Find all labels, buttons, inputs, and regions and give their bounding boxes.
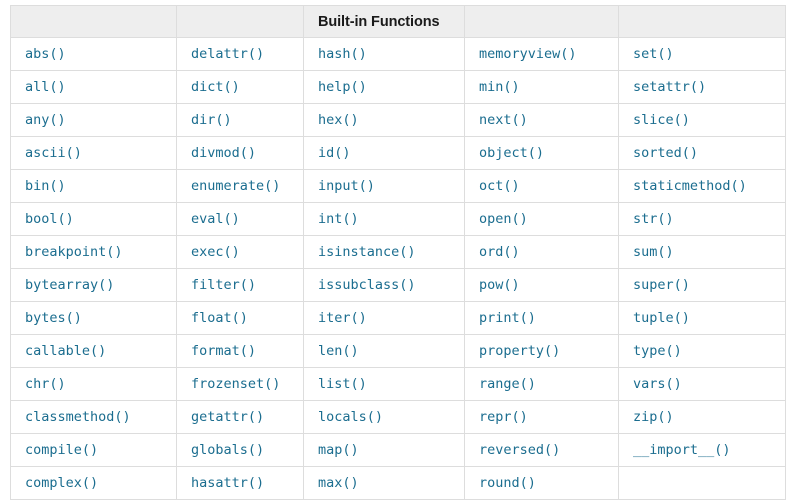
function-cell[interactable]: frozenset() [176,367,304,401]
function-cell[interactable]: iter() [303,301,465,335]
table-header-cell-4 [464,5,619,38]
function-cell[interactable]: super() [618,268,786,302]
function-cell[interactable]: reversed() [464,433,619,467]
function-cell[interactable]: pow() [464,268,619,302]
table-row: bytes()float()iter()print()tuple() [10,301,786,335]
function-cell[interactable]: abs() [10,37,177,71]
table-row: any()dir()hex()next()slice() [10,103,786,137]
builtin-functions-table: Built-in Functions abs()delattr()hash()m… [10,5,786,500]
function-cell[interactable]: print() [464,301,619,335]
empty-cell [618,466,786,500]
table-row: callable()format()len()property()type() [10,334,786,368]
function-cell[interactable]: issubclass() [303,268,465,302]
table-row: chr()frozenset()list()range()vars() [10,367,786,401]
function-cell[interactable]: hasattr() [176,466,304,500]
function-cell[interactable]: sorted() [618,136,786,170]
table-row: compile()globals()map()reversed()__impor… [10,433,786,467]
table-header-row: Built-in Functions [10,5,786,38]
table-row: bytearray()filter()issubclass()pow()supe… [10,268,786,302]
function-cell[interactable]: filter() [176,268,304,302]
function-cell[interactable]: open() [464,202,619,236]
table-row: classmethod()getattr()locals()repr()zip(… [10,400,786,434]
function-cell[interactable]: input() [303,169,465,203]
function-cell[interactable]: any() [10,103,177,137]
function-cell[interactable]: type() [618,334,786,368]
function-cell[interactable]: dict() [176,70,304,104]
function-cell[interactable]: memoryview() [464,37,619,71]
function-cell[interactable]: min() [464,70,619,104]
function-cell[interactable]: eval() [176,202,304,236]
function-cell[interactable]: zip() [618,400,786,434]
function-cell[interactable]: dir() [176,103,304,137]
table-row: complex()hasattr()max()round() [10,466,786,500]
function-cell[interactable]: list() [303,367,465,401]
function-cell[interactable]: range() [464,367,619,401]
table-header-cell-2 [176,5,304,38]
table-row: bin()enumerate()input()oct()staticmethod… [10,169,786,203]
function-cell[interactable]: property() [464,334,619,368]
table-row: bool()eval()int()open()str() [10,202,786,236]
function-cell[interactable]: help() [303,70,465,104]
function-cell[interactable]: object() [464,136,619,170]
function-cell[interactable]: callable() [10,334,177,368]
function-cell[interactable]: staticmethod() [618,169,786,203]
function-cell[interactable]: hex() [303,103,465,137]
function-cell[interactable]: isinstance() [303,235,465,269]
function-cell[interactable]: ascii() [10,136,177,170]
function-cell[interactable]: delattr() [176,37,304,71]
function-cell[interactable]: tuple() [618,301,786,335]
function-cell[interactable]: map() [303,433,465,467]
function-cell[interactable]: bytes() [10,301,177,335]
function-cell[interactable]: classmethod() [10,400,177,434]
function-cell[interactable]: breakpoint() [10,235,177,269]
function-cell[interactable]: compile() [10,433,177,467]
function-cell[interactable]: slice() [618,103,786,137]
function-cell[interactable]: oct() [464,169,619,203]
function-cell[interactable]: chr() [10,367,177,401]
function-cell[interactable]: sum() [618,235,786,269]
function-cell[interactable]: ord() [464,235,619,269]
function-cell[interactable]: hash() [303,37,465,71]
table-row: ascii()divmod()id()object()sorted() [10,136,786,170]
function-cell[interactable]: locals() [303,400,465,434]
table-row: breakpoint()exec()isinstance()ord()sum() [10,235,786,269]
function-cell[interactable]: bytearray() [10,268,177,302]
function-cell[interactable]: round() [464,466,619,500]
table-header-cell-1 [10,5,177,38]
function-cell[interactable]: globals() [176,433,304,467]
function-cell[interactable]: divmod() [176,136,304,170]
table-body: abs()delattr()hash()memoryview()set()all… [10,37,786,500]
function-cell[interactable]: bool() [10,202,177,236]
function-cell[interactable]: id() [303,136,465,170]
function-cell[interactable]: enumerate() [176,169,304,203]
table-header-cell-5 [618,5,786,38]
table-row: abs()delattr()hash()memoryview()set() [10,37,786,71]
function-cell[interactable]: set() [618,37,786,71]
function-cell[interactable]: next() [464,103,619,137]
table-row: all()dict()help()min()setattr() [10,70,786,104]
function-cell[interactable]: str() [618,202,786,236]
function-cell[interactable]: float() [176,301,304,335]
function-cell[interactable]: vars() [618,367,786,401]
function-cell[interactable]: format() [176,334,304,368]
table-header: Built-in Functions [10,5,786,38]
function-cell[interactable]: getattr() [176,400,304,434]
function-cell[interactable]: len() [303,334,465,368]
function-cell[interactable]: all() [10,70,177,104]
function-cell[interactable]: __import__() [618,433,786,467]
function-cell[interactable]: exec() [176,235,304,269]
function-cell[interactable]: max() [303,466,465,500]
function-cell[interactable]: repr() [464,400,619,434]
function-cell[interactable]: int() [303,202,465,236]
function-cell[interactable]: bin() [10,169,177,203]
table-title-header: Built-in Functions [303,5,465,38]
function-cell[interactable]: complex() [10,466,177,500]
function-cell[interactable]: setattr() [618,70,786,104]
